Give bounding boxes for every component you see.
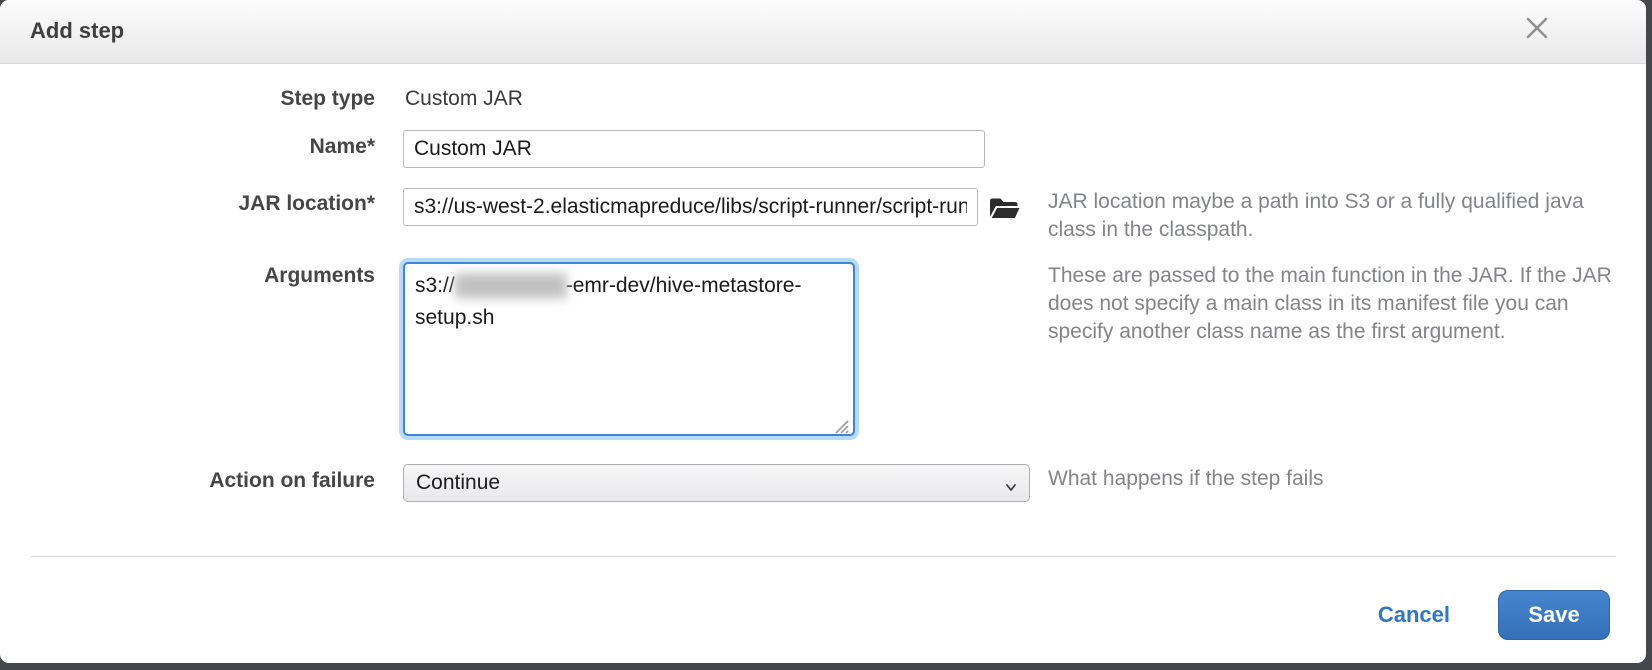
- name-label: Name*: [309, 135, 375, 158]
- action-on-failure-help: What happens if the step fails: [1048, 467, 1324, 490]
- dialog-header: Add step: [0, 0, 1646, 64]
- step-type-value: Custom JAR: [405, 87, 523, 110]
- action-on-failure-label: Action on failure: [209, 469, 375, 492]
- redacted-text: ████████: [454, 274, 567, 297]
- jar-location-label: JAR location*: [238, 192, 375, 215]
- selected-option: Continue: [416, 471, 501, 494]
- arguments-textarea[interactable]: s3://████████-emr-dev/hive-metastore- se…: [403, 262, 855, 436]
- dialog-footer: Cancel Save: [0, 585, 1646, 645]
- action-on-failure-select[interactable]: Continue: [403, 464, 1030, 502]
- close-icon: [1524, 15, 1550, 46]
- arguments-line1: s3://████████-emr-dev/hive-metastore-: [415, 274, 802, 297]
- cancel-button[interactable]: Cancel: [1377, 602, 1450, 627]
- folder-icon: [988, 198, 1023, 228]
- name-input[interactable]: [403, 130, 985, 168]
- close-button[interactable]: [1520, 13, 1554, 47]
- chevron-down-icon: [1005, 479, 1017, 497]
- arguments-label: Arguments: [264, 264, 375, 287]
- footer-divider: [30, 556, 1616, 557]
- arguments-line2: setup.sh: [415, 306, 495, 329]
- jar-location-help: JAR location maybe a path into S3 or a f…: [1048, 190, 1584, 241]
- save-button[interactable]: Save: [1498, 590, 1610, 640]
- dialog-title: Add step: [30, 18, 125, 43]
- jar-location-input[interactable]: [403, 188, 978, 226]
- resize-grip-icon[interactable]: [832, 413, 850, 434]
- browse-s3-button[interactable]: [988, 194, 1023, 224]
- step-type-label: Step type: [280, 87, 375, 110]
- arguments-help: These are passed to the main function in…: [1048, 264, 1612, 343]
